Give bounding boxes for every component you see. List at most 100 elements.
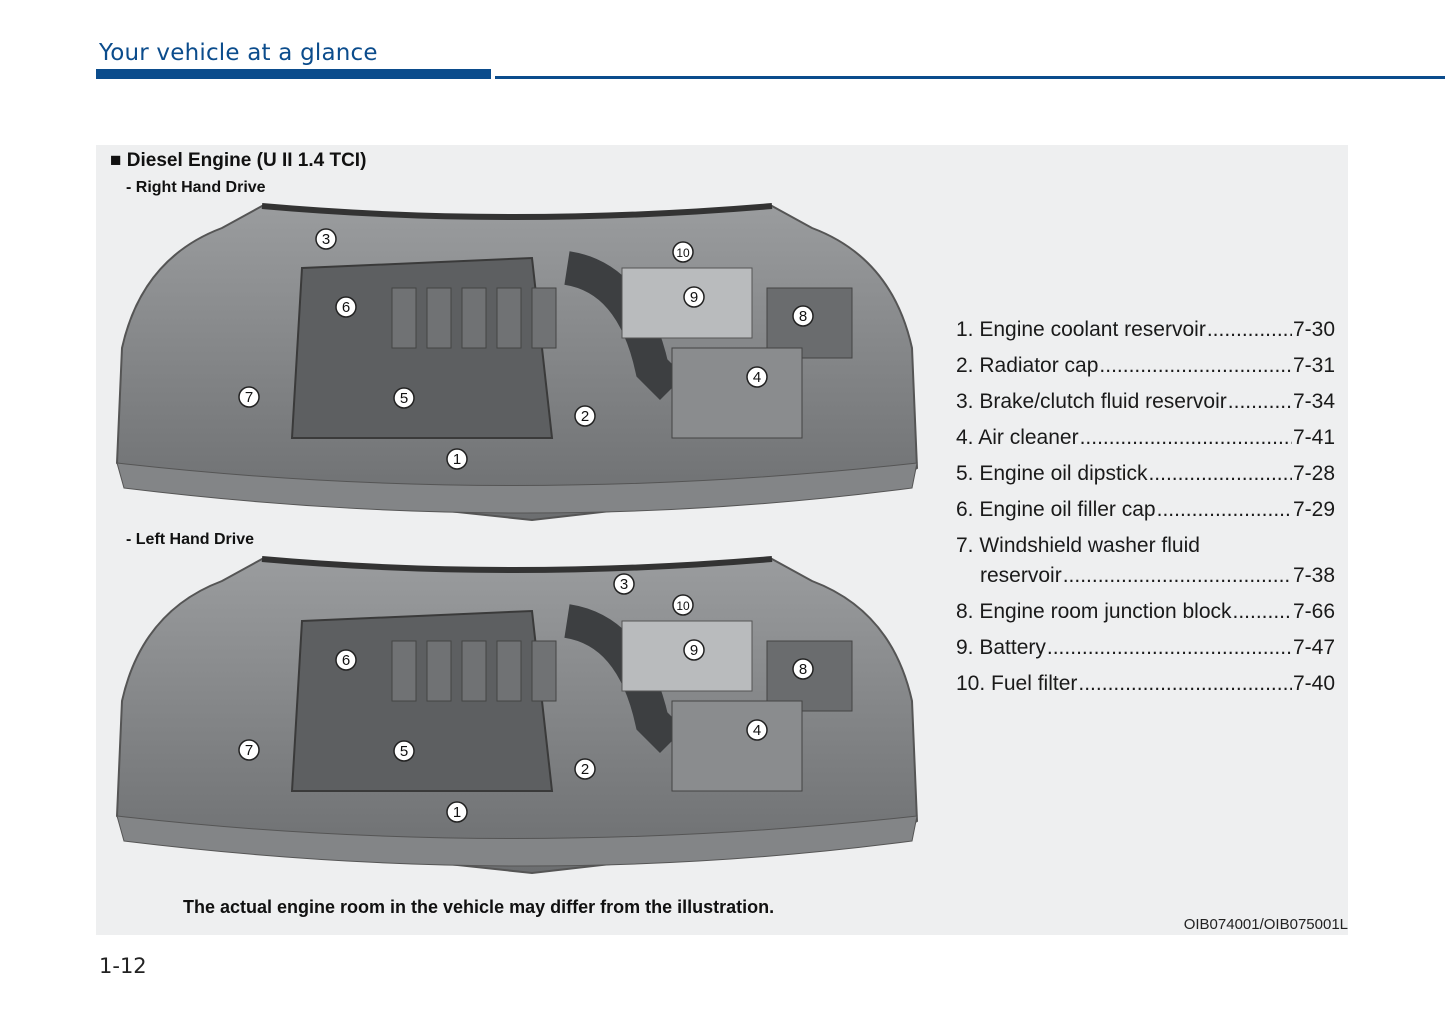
item-label: 9. Battery [956, 636, 1046, 659]
callout-10: 10 [672, 241, 694, 263]
engine-illustration-lhd: 1 2 3 4 5 6 7 8 9 10 [115, 556, 919, 875]
item-page: 7-28 [1292, 462, 1335, 485]
callout-number: 9 [690, 642, 698, 659]
item-page: 7-29 [1292, 498, 1335, 521]
callout-number: 2 [581, 761, 589, 778]
page-number: 1-12 [99, 954, 147, 978]
item-label: 4. Air cleaner [956, 426, 1079, 449]
list-item: 3. Brake/clutch fluid reservoir 7-34 [956, 390, 1335, 426]
callout-number: 8 [799, 308, 807, 325]
front-panel [116, 462, 918, 514]
callout-circle [335, 296, 357, 318]
callout-circle [238, 739, 260, 761]
item-page: 7-38 [1292, 564, 1335, 587]
cover-rib [531, 640, 557, 702]
item-label: 7. Windshield washer fluid [956, 534, 1200, 557]
rhd-label: - Right Hand Drive [126, 179, 266, 196]
callout-number: 4 [753, 369, 761, 386]
callout-circle [574, 405, 596, 427]
callout-circle [238, 386, 260, 408]
hood-seal [261, 203, 773, 220]
front-panel [116, 815, 918, 867]
lhd-label: - Left Hand Drive [126, 531, 255, 548]
cover-rib [391, 287, 417, 349]
callout-circle [335, 649, 357, 671]
callout-circle [746, 719, 768, 741]
callout-6: 6 [335, 649, 357, 671]
item-page: 7-40 [1292, 672, 1335, 695]
list-item: 9. Battery 7-47 [956, 636, 1335, 672]
cover-rib [461, 640, 487, 702]
callout-circle [792, 658, 814, 680]
callout-5: 5 [393, 740, 415, 762]
item-page: 7-34 [1292, 390, 1335, 413]
callout-number: 1 [453, 451, 461, 468]
hood-seal [261, 556, 773, 573]
callout-number: 8 [799, 661, 807, 678]
list-item: 7. Windshield washer fluid [956, 534, 1335, 564]
callout-10: 10 [672, 594, 694, 616]
engine-cover [290, 256, 554, 439]
callout-8: 8 [792, 305, 814, 327]
callout-number: 4 [753, 722, 761, 739]
callout-3: 3 [315, 228, 337, 250]
callout-4: 4 [746, 719, 768, 741]
callout-circle [315, 228, 337, 250]
item-label: 1. Engine coolant reservoir [956, 318, 1206, 341]
callout-circle [613, 573, 635, 595]
cover-rib [461, 287, 487, 349]
callout-circle [792, 305, 814, 327]
item-label: 8. Engine room junction block [956, 600, 1232, 623]
callout-9: 9 [683, 286, 705, 308]
callout-number: 3 [322, 231, 330, 248]
callout-number: 5 [400, 743, 408, 760]
engine-cover [290, 609, 554, 792]
list-item: 6. Engine oil filler cap7-29 [956, 498, 1335, 534]
callout-circle [446, 448, 468, 470]
item-page: 7-41 [1292, 426, 1335, 449]
item-label: 3. Brake/clutch fluid reservoir [956, 390, 1227, 413]
callout-number: 10 [676, 246, 690, 260]
callout-circle [683, 639, 705, 661]
list-item: 5. Engine oil dipstick 7-28 [956, 462, 1335, 498]
item-label: 10. Fuel filter [956, 672, 1078, 695]
item-page: 7-47 [1292, 636, 1335, 659]
page-header-title: Your vehicle at a glance [99, 40, 378, 66]
callout-9: 9 [683, 639, 705, 661]
list-item: 1. Engine coolant reservoir7-30 [956, 318, 1335, 354]
callout-circle [683, 286, 705, 308]
header-rule [495, 76, 1445, 79]
callout-number: 7 [245, 742, 253, 759]
callout-4: 4 [746, 366, 768, 388]
callout-circle [672, 241, 694, 263]
cover-rib [496, 640, 522, 702]
callout-7: 7 [238, 386, 260, 408]
air-cleaner-shape [671, 700, 803, 792]
item-page: 7-31 [1292, 354, 1335, 377]
callout-number: 2 [581, 408, 589, 425]
callout-8: 8 [792, 658, 814, 680]
callout-number: 1 [453, 804, 461, 821]
callout-2: 2 [574, 758, 596, 780]
cover-rib [496, 287, 522, 349]
cover-rib [391, 640, 417, 702]
callout-circle [672, 594, 694, 616]
callout-number: 3 [620, 576, 628, 593]
air-cleaner-shape [671, 347, 803, 439]
cover-rib [426, 287, 452, 349]
cover-rib [531, 287, 557, 349]
callout-2: 2 [574, 405, 596, 427]
header-bar [96, 69, 491, 79]
callout-number: 7 [245, 389, 253, 406]
callout-5: 5 [393, 387, 415, 409]
callout-3: 3 [613, 573, 635, 595]
callout-number: 9 [690, 289, 698, 306]
callout-circle [746, 366, 768, 388]
item-label: 5. Engine oil dipstick [956, 462, 1148, 485]
callout-circle [446, 801, 468, 823]
list-item: 8. Engine room junction block7-66 [956, 600, 1335, 636]
list-item: 4. Air cleaner 7-41 [956, 426, 1335, 462]
illustration-note: The actual engine room in the vehicle ma… [183, 897, 775, 917]
callout-7: 7 [238, 739, 260, 761]
